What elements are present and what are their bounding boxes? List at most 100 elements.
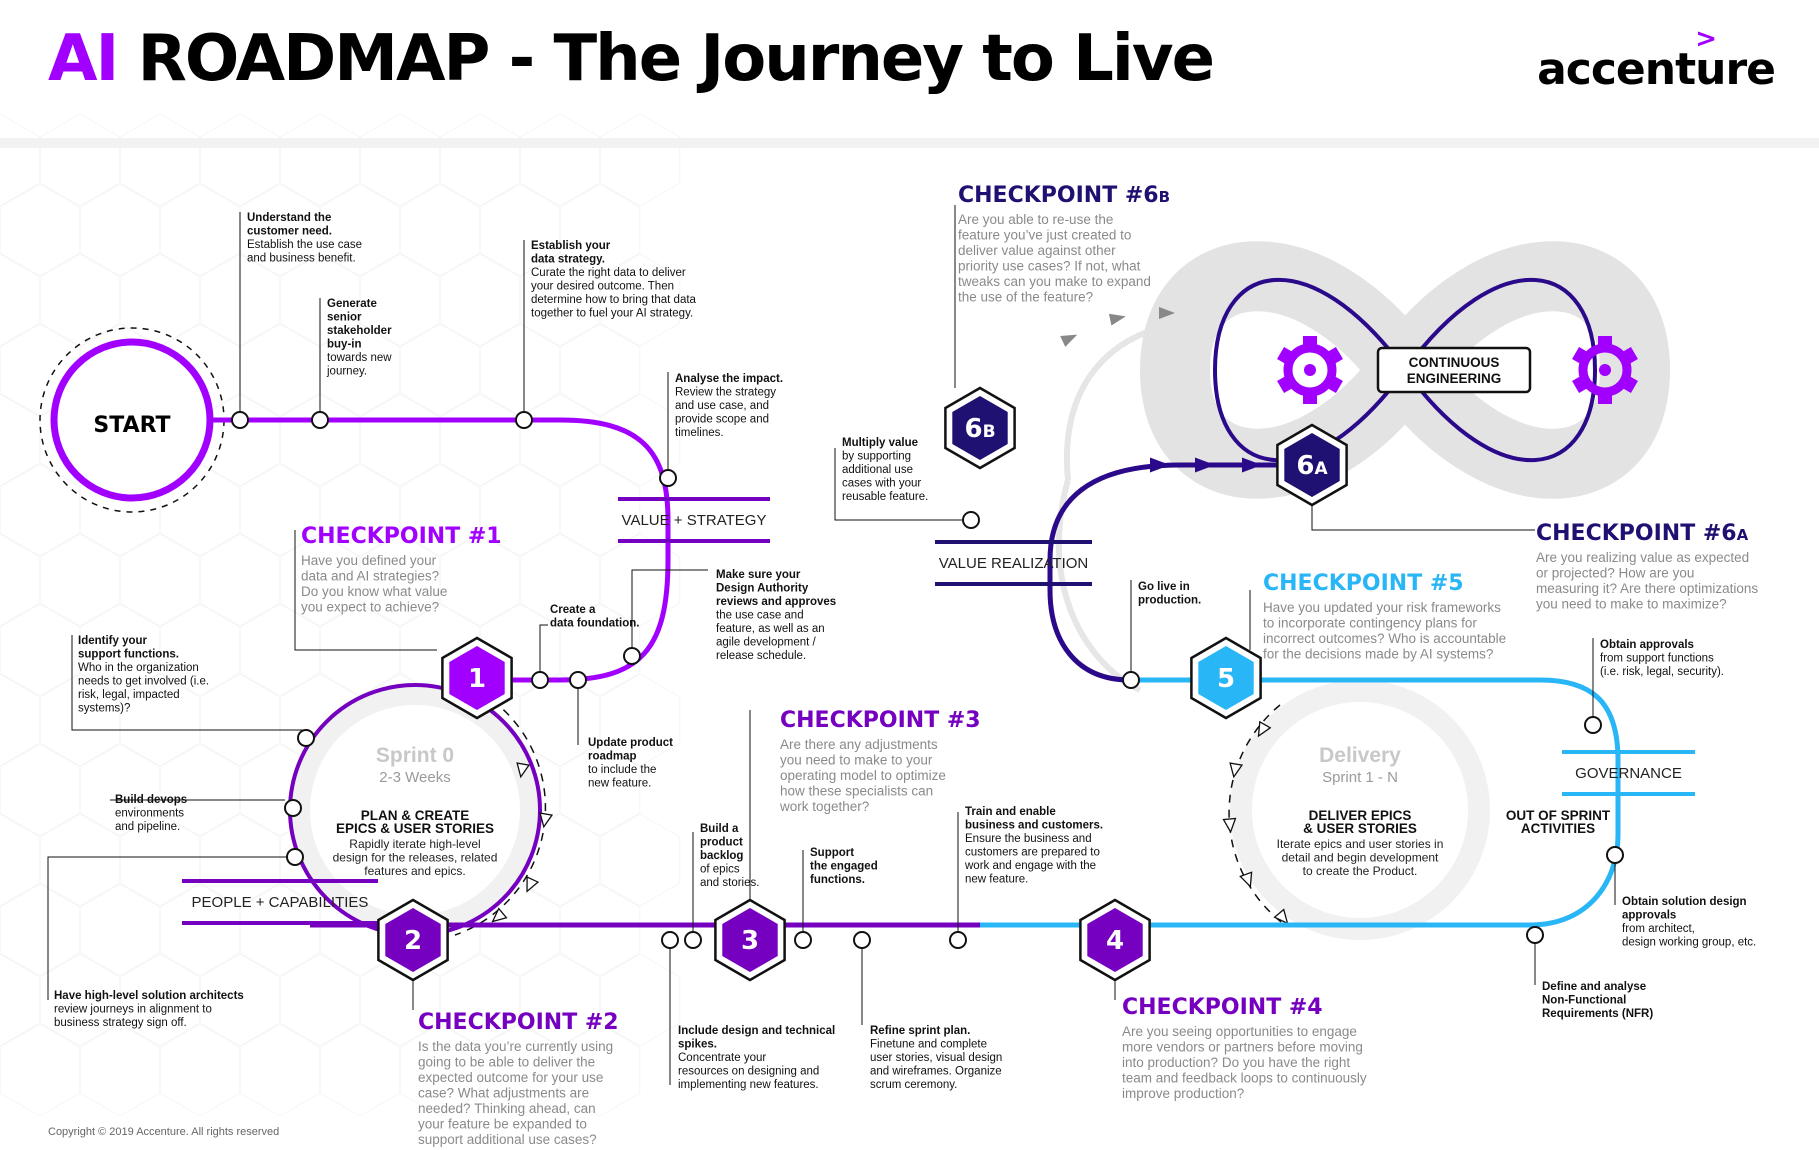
checkpoint-3-body: you need to make to your bbox=[780, 753, 933, 768]
background-hex bbox=[0, 1023, 81, 1117]
note-backlog-bold: product bbox=[700, 837, 743, 849]
band-value-strategy-label: VALUE + STRATEGY bbox=[622, 512, 767, 529]
background-hex bbox=[119, 533, 201, 627]
delivery-body: detail and begin development bbox=[1282, 851, 1439, 865]
checkpoint-6b-title: CHECKPOINT #6B bbox=[958, 183, 1170, 208]
note-obtain-approvals-bold: Obtain approvals bbox=[1600, 639, 1694, 651]
cycle-arrow-icon bbox=[1273, 908, 1289, 925]
note-train-bold: Train and enable bbox=[965, 806, 1056, 818]
background-hex bbox=[79, 183, 161, 277]
checkpoint-4-title: CHECKPOINT #4 bbox=[1122, 995, 1323, 1020]
note-sponsor-bold: stakeholder bbox=[327, 325, 392, 337]
note-support-functions-text: needs to get involved (i.e. bbox=[78, 676, 209, 688]
out-of-sprint-label: OUT OF SPRINT bbox=[1506, 808, 1611, 823]
checkpoint-3-body: work together? bbox=[779, 799, 869, 814]
launch-arrow-icon bbox=[1195, 457, 1215, 473]
checkpoint-1-body: Do you know what value bbox=[301, 584, 447, 599]
continuous-engineering-label: CONTINUOUS bbox=[1409, 355, 1500, 370]
background-hex bbox=[39, 533, 121, 627]
background-hex bbox=[559, 883, 641, 977]
waypoint-understand bbox=[231, 411, 249, 429]
background-hex bbox=[559, 1023, 641, 1117]
background-hex bbox=[559, 183, 641, 277]
checkpoint-4-body: Are you seeing opportunities to engage bbox=[1122, 1024, 1357, 1039]
checkpoint-2-body: going to be able to deliver the bbox=[418, 1055, 595, 1070]
note-devops-text: environments bbox=[115, 808, 184, 820]
checkpoint-3-hex-label: 3 bbox=[741, 926, 759, 956]
note-impact-text: and use case, and bbox=[675, 400, 769, 412]
checkpoint-6b-suffix: B bbox=[1159, 188, 1170, 206]
checkpoint-6a-body: or projected? How are you bbox=[1536, 566, 1694, 581]
note-backlog-bold: backlog bbox=[700, 850, 743, 862]
sprint0-body: Rapidly iterate high-level bbox=[349, 837, 480, 851]
checkpoint-4-hex-label: 4 bbox=[1106, 926, 1124, 956]
brand-logo: accenture bbox=[1537, 44, 1776, 95]
background-hex bbox=[439, 113, 521, 207]
band-people-capabilities-label: PEOPLE + CAPABILITIES bbox=[192, 894, 369, 911]
checkpoint-4-body: more vendors or partners before moving bbox=[1122, 1040, 1363, 1055]
sprint0-body: design for the releases, related bbox=[333, 851, 498, 865]
note-roadmap-bold: roadmap bbox=[588, 751, 637, 763]
background-hex bbox=[239, 323, 321, 417]
checkpoint-6b-body: tweaks can you make to expand bbox=[958, 274, 1151, 289]
note-data-strategy-text: Curate the right data to deliver bbox=[531, 267, 686, 279]
background-hex bbox=[599, 953, 681, 1047]
background-hex bbox=[0, 603, 81, 697]
note-solution-design-text: design working group, etc. bbox=[1622, 937, 1756, 949]
note-nfr-bold: Requirements (NFR) bbox=[1542, 1008, 1653, 1020]
checkpoint-6b-body: Are you able to re-use the bbox=[958, 212, 1113, 227]
background-hex bbox=[79, 883, 161, 977]
waypoint-architects bbox=[286, 848, 304, 866]
checkpoint-2-body: Is the data you’re currently using bbox=[418, 1039, 613, 1054]
background-hex bbox=[199, 813, 281, 907]
cycle-arrow-icon bbox=[1257, 720, 1272, 738]
band-governance-label: GOVERNANCE bbox=[1575, 765, 1682, 782]
checkpoint-5-hex: 5 bbox=[1190, 636, 1262, 720]
checkpoint-1-body: you expect to achieve? bbox=[301, 600, 439, 615]
launch-arrow-icon bbox=[1242, 457, 1262, 473]
note-design-authority-bold: Design Authority bbox=[716, 583, 809, 595]
note-train-text: Ensure the business and bbox=[965, 833, 1092, 845]
checkpoint-3-hex-fill bbox=[722, 908, 778, 972]
note-impact-text: provide scope and bbox=[675, 414, 769, 426]
note-design-authority-text: agile development / bbox=[716, 637, 817, 649]
waypoint-backlog bbox=[684, 931, 702, 949]
note-support-functions-text: Who in the organization bbox=[78, 662, 199, 674]
note-support-functions-text: systems)? bbox=[78, 703, 130, 715]
note-support-functions-bold: Identify your bbox=[78, 635, 148, 647]
background-hex bbox=[599, 533, 681, 627]
checkpoint-1-hex: 1 bbox=[441, 636, 513, 720]
note-engaged-bold: the engaged bbox=[810, 861, 878, 873]
waypoint-sponsor bbox=[311, 411, 329, 429]
checkpoint-4-hex: 4 bbox=[1079, 898, 1151, 982]
waypoint-devops bbox=[284, 799, 302, 817]
note-solution-design-bold: approvals bbox=[1622, 910, 1676, 922]
checkpoint-6b-body: deliver value against other bbox=[958, 243, 1116, 258]
note-impact-text: timelines. bbox=[675, 427, 724, 439]
sprint0-heading: EPICS & USER STORIES bbox=[336, 821, 494, 836]
note-design-authority-text: release schedule. bbox=[716, 650, 806, 662]
note-architects-text: review journeys in alignment to bbox=[54, 1004, 212, 1016]
checkpoint-2-hex: 2 bbox=[377, 898, 449, 982]
background-hex bbox=[439, 393, 521, 487]
leader-data-foundation bbox=[539, 624, 548, 672]
checkpoint-2-body: case? What adjustments are bbox=[418, 1086, 589, 1101]
note-understand-bold: customer need. bbox=[247, 226, 332, 238]
background-hex bbox=[39, 813, 121, 907]
out-of-sprint-label: ACTIVITIES bbox=[1521, 821, 1595, 836]
note-engaged-bold: Support bbox=[810, 847, 854, 859]
checkpoint-6a-title: CHECKPOINT #6A bbox=[1536, 521, 1749, 546]
note-spikes-text: Concentrate your bbox=[678, 1052, 766, 1064]
waypoint-data-strategy bbox=[515, 411, 533, 429]
note-architects-bold: Have high-level solution architects bbox=[54, 990, 244, 1002]
background-hex bbox=[479, 323, 561, 417]
reuse-arrow-icon bbox=[1060, 334, 1078, 347]
note-roadmap-text: new feature. bbox=[588, 778, 651, 790]
cycle-arrow-icon bbox=[526, 876, 540, 893]
note-multiply-text: reusable feature. bbox=[842, 491, 928, 503]
checkpoint-5-hex-label: 5 bbox=[1217, 664, 1235, 694]
waypoint-data-foundation bbox=[531, 671, 549, 689]
checkpoint-1-title: CHECKPOINT #1 bbox=[301, 524, 502, 549]
background-hex bbox=[559, 463, 641, 557]
checkpoint-5-body: to incorporate contingency plans for bbox=[1263, 616, 1477, 631]
